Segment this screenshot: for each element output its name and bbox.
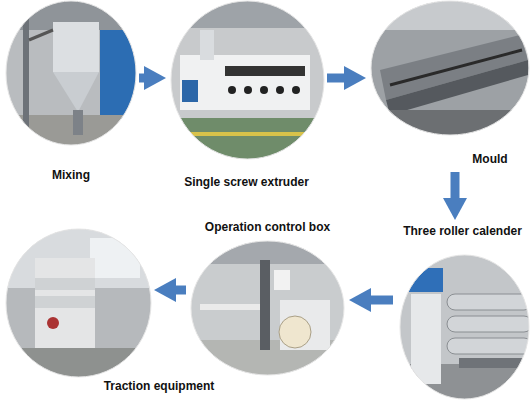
flow-arrow xyxy=(451,172,460,198)
photo-outline xyxy=(6,229,151,377)
photo-detail xyxy=(447,338,530,354)
photo-detail xyxy=(100,30,137,120)
flow-arrow xyxy=(327,74,344,83)
photo-detail xyxy=(274,270,290,290)
flow-arrow xyxy=(371,296,393,305)
photo-outline xyxy=(371,1,529,135)
photo-detail xyxy=(279,316,311,348)
flow-arrow xyxy=(176,286,186,295)
process-photo: Traction equipment xyxy=(5,228,152,378)
photo-detail xyxy=(200,304,260,310)
photo-detail xyxy=(23,10,29,130)
photo-detail xyxy=(35,278,95,290)
photo-detail xyxy=(53,72,99,112)
step-label: Operation control box xyxy=(188,220,347,235)
photo-ellipse xyxy=(190,240,345,376)
photo-detail xyxy=(370,0,530,30)
photo-detail xyxy=(280,300,330,350)
process-photo: Three roller calender xyxy=(395,222,530,400)
photo-detail xyxy=(47,317,59,329)
photo-ellipse xyxy=(170,0,325,160)
photo-outline xyxy=(400,255,529,399)
step-label: Three roller calender xyxy=(395,224,530,239)
step-label: Traction equipment xyxy=(97,379,221,394)
photo-ellipse xyxy=(399,254,530,400)
step-label: Mixing xyxy=(5,168,137,183)
photo-outline xyxy=(191,241,344,375)
photo-detail xyxy=(180,55,310,110)
photo-detail xyxy=(200,30,214,60)
photo-detail xyxy=(182,80,198,102)
photo-detail xyxy=(5,348,152,378)
photo-outline xyxy=(171,1,324,159)
photo-detail xyxy=(409,268,443,292)
photo-detail xyxy=(390,50,522,85)
photo-detail xyxy=(29,30,53,40)
photo-outline xyxy=(6,1,136,145)
step-label: Mould xyxy=(460,152,520,167)
photo-detail xyxy=(90,238,140,278)
photo-detail xyxy=(244,86,252,94)
photo-detail xyxy=(228,86,236,94)
photo-detail xyxy=(260,86,268,94)
photo-detail xyxy=(292,86,300,94)
photo-detail xyxy=(35,296,95,308)
photo-detail xyxy=(225,66,305,76)
photo-detail xyxy=(276,86,284,94)
process-photo: Mould xyxy=(368,0,530,170)
photo-ellipse xyxy=(5,0,137,146)
process-photo: Mixing xyxy=(5,0,137,190)
photo-detail xyxy=(447,294,530,310)
photo-detail xyxy=(73,110,83,135)
process-photo: Operation control box xyxy=(188,218,347,378)
photo-detail xyxy=(170,118,325,160)
flow-arrow xyxy=(139,74,144,83)
photo-ellipse xyxy=(5,228,152,378)
photo-detail xyxy=(35,258,95,348)
photo-detail xyxy=(5,228,152,378)
step-label: Single screw extruder xyxy=(168,175,325,190)
photo-detail xyxy=(53,22,99,72)
photo-detail xyxy=(447,316,530,332)
process-photo: Single screw extruder xyxy=(168,0,325,192)
photo-detail xyxy=(370,110,530,136)
photo-detail xyxy=(260,260,270,350)
photo-detail xyxy=(170,0,325,160)
photo-ellipse xyxy=(370,0,530,136)
photo-detail xyxy=(411,294,441,384)
